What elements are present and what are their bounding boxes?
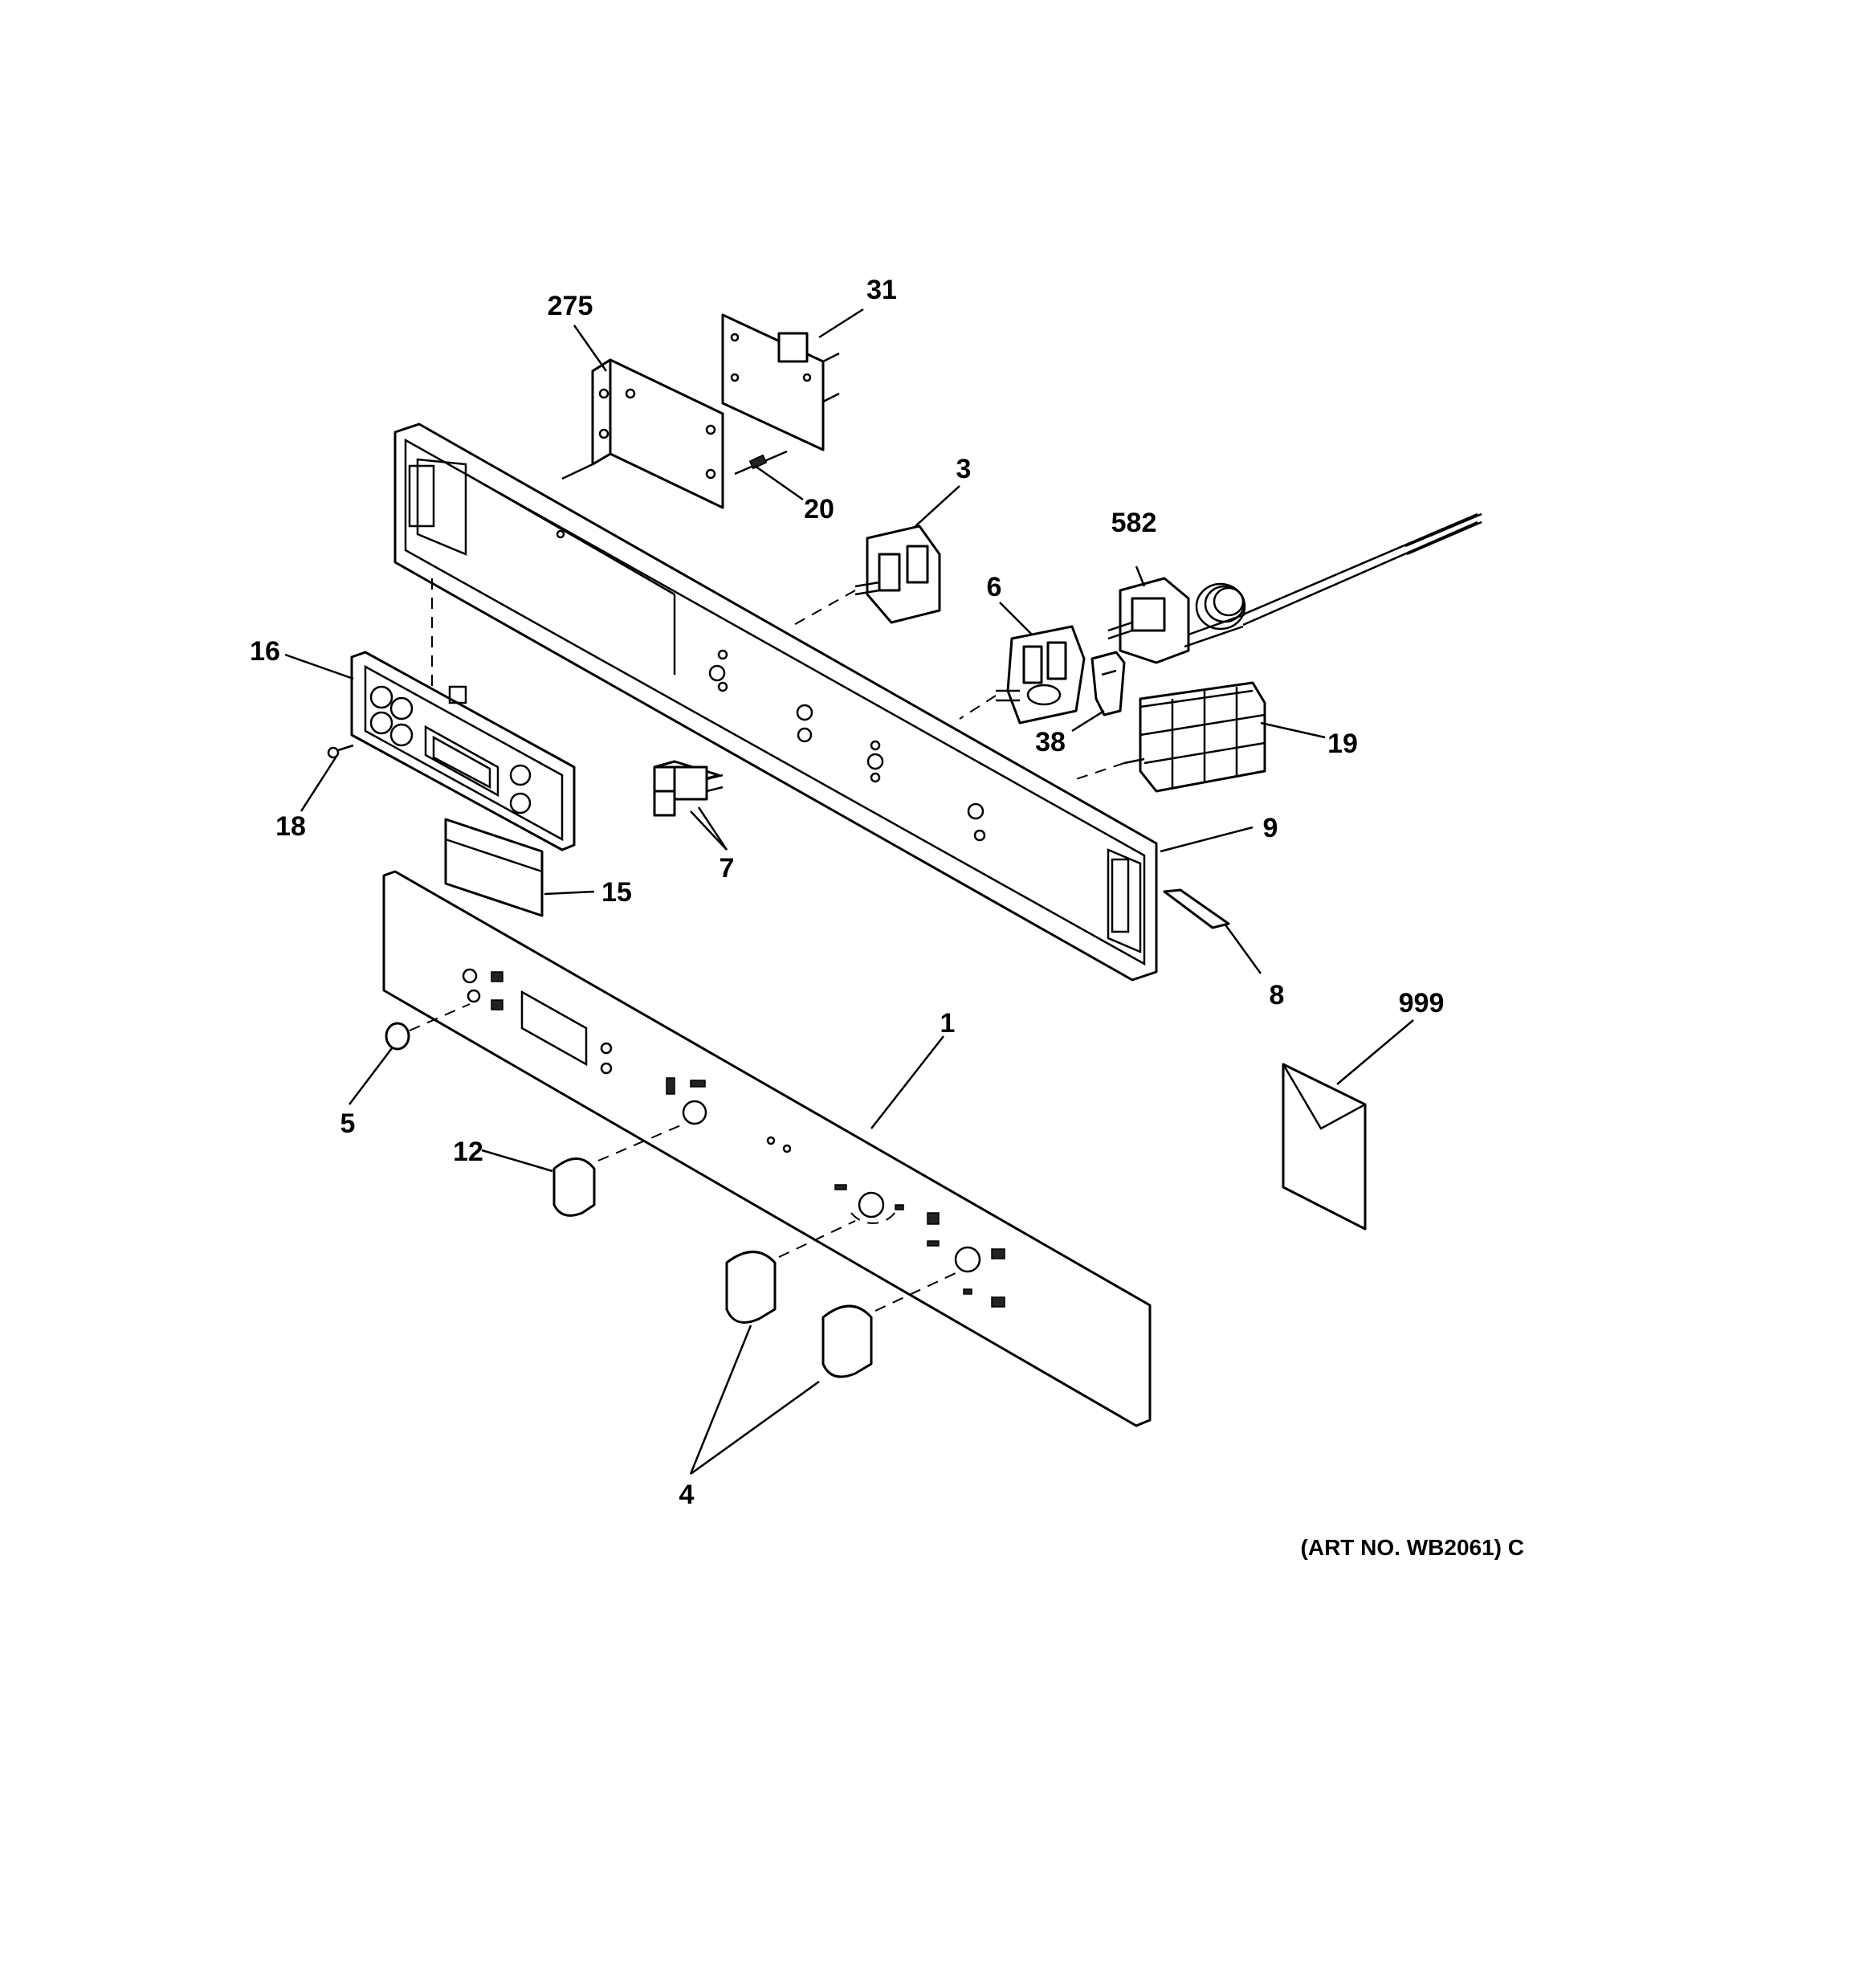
callout-12: 12 (453, 1137, 483, 1167)
part-7-switches (653, 760, 724, 817)
part-31-circuit-board (721, 313, 840, 451)
callout-labels: 275 31 20 3 582 6 16 38 19 18 9 7 15 8 9… (250, 275, 1444, 1510)
art-number: (ART NO. WB2061) C (1301, 1535, 1524, 1560)
callout-31: 31 (866, 275, 897, 305)
part-12-knob (552, 1124, 683, 1217)
part-5-button (385, 1003, 471, 1051)
part-8-trim-strip (1163, 888, 1230, 929)
callout-275: 275 (548, 291, 593, 321)
part-19-multi-switch (1075, 681, 1266, 793)
callout-4: 4 (679, 1480, 695, 1510)
part-38-clip (1090, 651, 1126, 716)
callout-999: 999 (1399, 988, 1445, 1018)
callout-7: 7 (720, 853, 735, 884)
part-275-bracket (561, 358, 724, 509)
part-4-knobs (725, 1220, 956, 1378)
part-1-panel-front (382, 870, 1152, 1427)
part-16-control-module (350, 578, 576, 851)
callout-6: 6 (987, 572, 1002, 602)
callout-19: 19 (1327, 729, 1358, 759)
part-15-display-window (444, 818, 544, 917)
part-9-panel-frame (393, 423, 1158, 982)
part-20-standoff (734, 450, 788, 476)
callout-38: 38 (1035, 727, 1066, 757)
callout-8: 8 (1270, 980, 1285, 1010)
leader-lines (284, 308, 1414, 1476)
callout-20: 20 (804, 494, 834, 525)
callout-9: 9 (1263, 813, 1278, 843)
callout-16: 16 (250, 636, 280, 667)
part-3-switch (790, 525, 941, 627)
callout-3: 3 (956, 454, 972, 484)
part-582-thermostat (1107, 512, 1482, 664)
callout-18: 18 (275, 811, 306, 842)
callout-1: 1 (940, 1008, 956, 1039)
callout-15: 15 (601, 877, 632, 908)
part-18-screw (327, 744, 354, 759)
callout-5: 5 (340, 1108, 356, 1139)
part-999-envelope (1282, 1063, 1367, 1231)
callout-582: 582 (1111, 508, 1157, 538)
part-6-selector-switch (959, 625, 1086, 725)
